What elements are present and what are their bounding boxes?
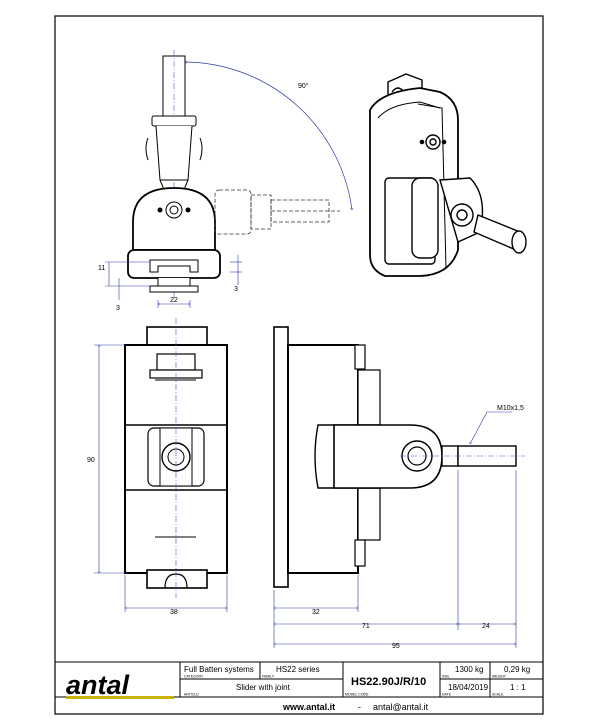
category-label: CATEGORY (184, 675, 204, 679)
article-label: ARTICLE (184, 693, 199, 697)
footer-website[interactable]: www.antal.it (282, 702, 335, 712)
dim-3-right: 3 (234, 286, 238, 293)
dim-3-left: 3 (116, 305, 120, 312)
date-label: DATE (442, 693, 452, 697)
dim-22: 22 (170, 297, 178, 304)
top-view (127, 50, 352, 300)
dim-24: 24 (482, 623, 490, 630)
family-value: HS22 series (276, 665, 320, 674)
dim-95: 95 (392, 643, 400, 650)
dim-11: 11 (98, 265, 105, 272)
family-label: FAMILY (262, 675, 275, 679)
sheet-frame (54, 15, 544, 715)
footer-separator: - (358, 702, 361, 712)
dim-71: 71 (362, 623, 370, 630)
thread-callout: M10x1,5 (497, 405, 524, 412)
swl-value: 1300 kg (455, 665, 483, 674)
swl-label: SWL (442, 675, 450, 679)
model-code: HS22.90J/R/10 (351, 676, 426, 688)
footer-email[interactable]: antal@antal.it (373, 702, 429, 712)
side-view-dimensions (274, 470, 516, 648)
antal-logo: antal (66, 670, 130, 700)
isometric-view (369, 73, 527, 277)
date-value: 18/04/2019 (448, 683, 489, 692)
weight-value: 0,29 kg (504, 665, 530, 674)
top-view-dimensions (105, 255, 242, 308)
front-view-dimensions (94, 345, 227, 612)
dim-32: 32 (312, 609, 320, 616)
logo-underline (66, 696, 174, 699)
dim-38: 38 (170, 609, 178, 616)
side-view (273, 326, 517, 588)
angle-dimension: 90° (298, 82, 309, 90)
scale-label: SCALE (492, 693, 504, 697)
scale-value: 1 : 1 (510, 683, 526, 692)
dim-90: 90 (87, 457, 95, 464)
model-code-label: MODEL CODE (345, 693, 369, 697)
category-value: Full Batten systems (184, 665, 254, 674)
weight-label: WEIGHT (492, 675, 507, 679)
article-value: Slider with joint (236, 683, 291, 692)
